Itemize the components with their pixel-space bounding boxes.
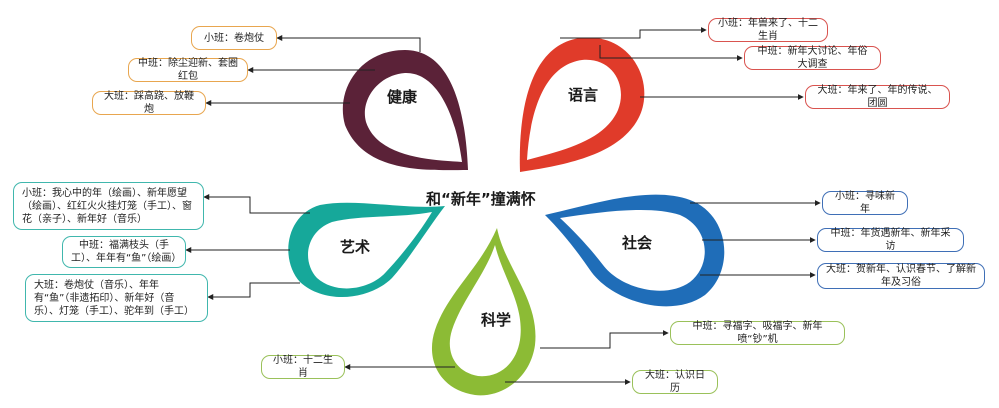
art-item-large: 大班：卷炮仗（音乐）、年年有“鱼”（非遗拓印）、新年好（音乐）、灯笼（手工）、驼… (25, 274, 208, 322)
center-title: 和“新年”撞满怀 (426, 190, 536, 208)
label-science: 科学 (481, 311, 512, 329)
social-item-large: 大班：贺新年、认识春节、了解新年及习俗 (817, 263, 985, 289)
label-language: 语言 (568, 86, 599, 104)
science-item-middle: 中班：寻福字、吸福字、新年喷“钞”机 (670, 321, 845, 345)
language-item-middle: 中班：新年大讨论、年俗大调查 (744, 46, 881, 70)
petal-art (288, 202, 445, 298)
social-item-middle: 中班：年货遇新年、新年采访 (817, 228, 964, 252)
language-item-large: 大班：年来了、年的传说、团圆 (805, 85, 950, 109)
petal-social (545, 194, 725, 307)
science-item-large: 大班：认识日历 (632, 370, 718, 394)
petal-science (431, 228, 536, 396)
social-item-small: 小班：寻味新年 (822, 191, 908, 215)
petal-health (342, 50, 468, 171)
label-health: 健康 (387, 88, 418, 106)
language-item-small: 小班：年兽来了、十二生肖 (708, 18, 828, 42)
label-art: 艺术 (340, 238, 371, 256)
art-item-middle: 中班：福满枝头（手工）、年年有“鱼”（绘画） (62, 236, 186, 268)
art-item-small: 小班：我心中的年（绘画）、新年愿望（绘画）、红红火火挂灯笼（手工）、窗花（亲子）… (13, 182, 204, 230)
label-social: 社会 (622, 234, 653, 252)
health-item-middle: 中班：除尘迎新、套圈红包 (128, 58, 248, 82)
health-item-large: 大班：踩高跷、放鞭炮 (92, 91, 206, 115)
connectors (185, 27, 821, 385)
health-item-small: 小班：卷炮仗 (191, 26, 277, 50)
petal-language (519, 37, 645, 173)
science-item-small: 小班：十二生肖 (261, 355, 345, 379)
